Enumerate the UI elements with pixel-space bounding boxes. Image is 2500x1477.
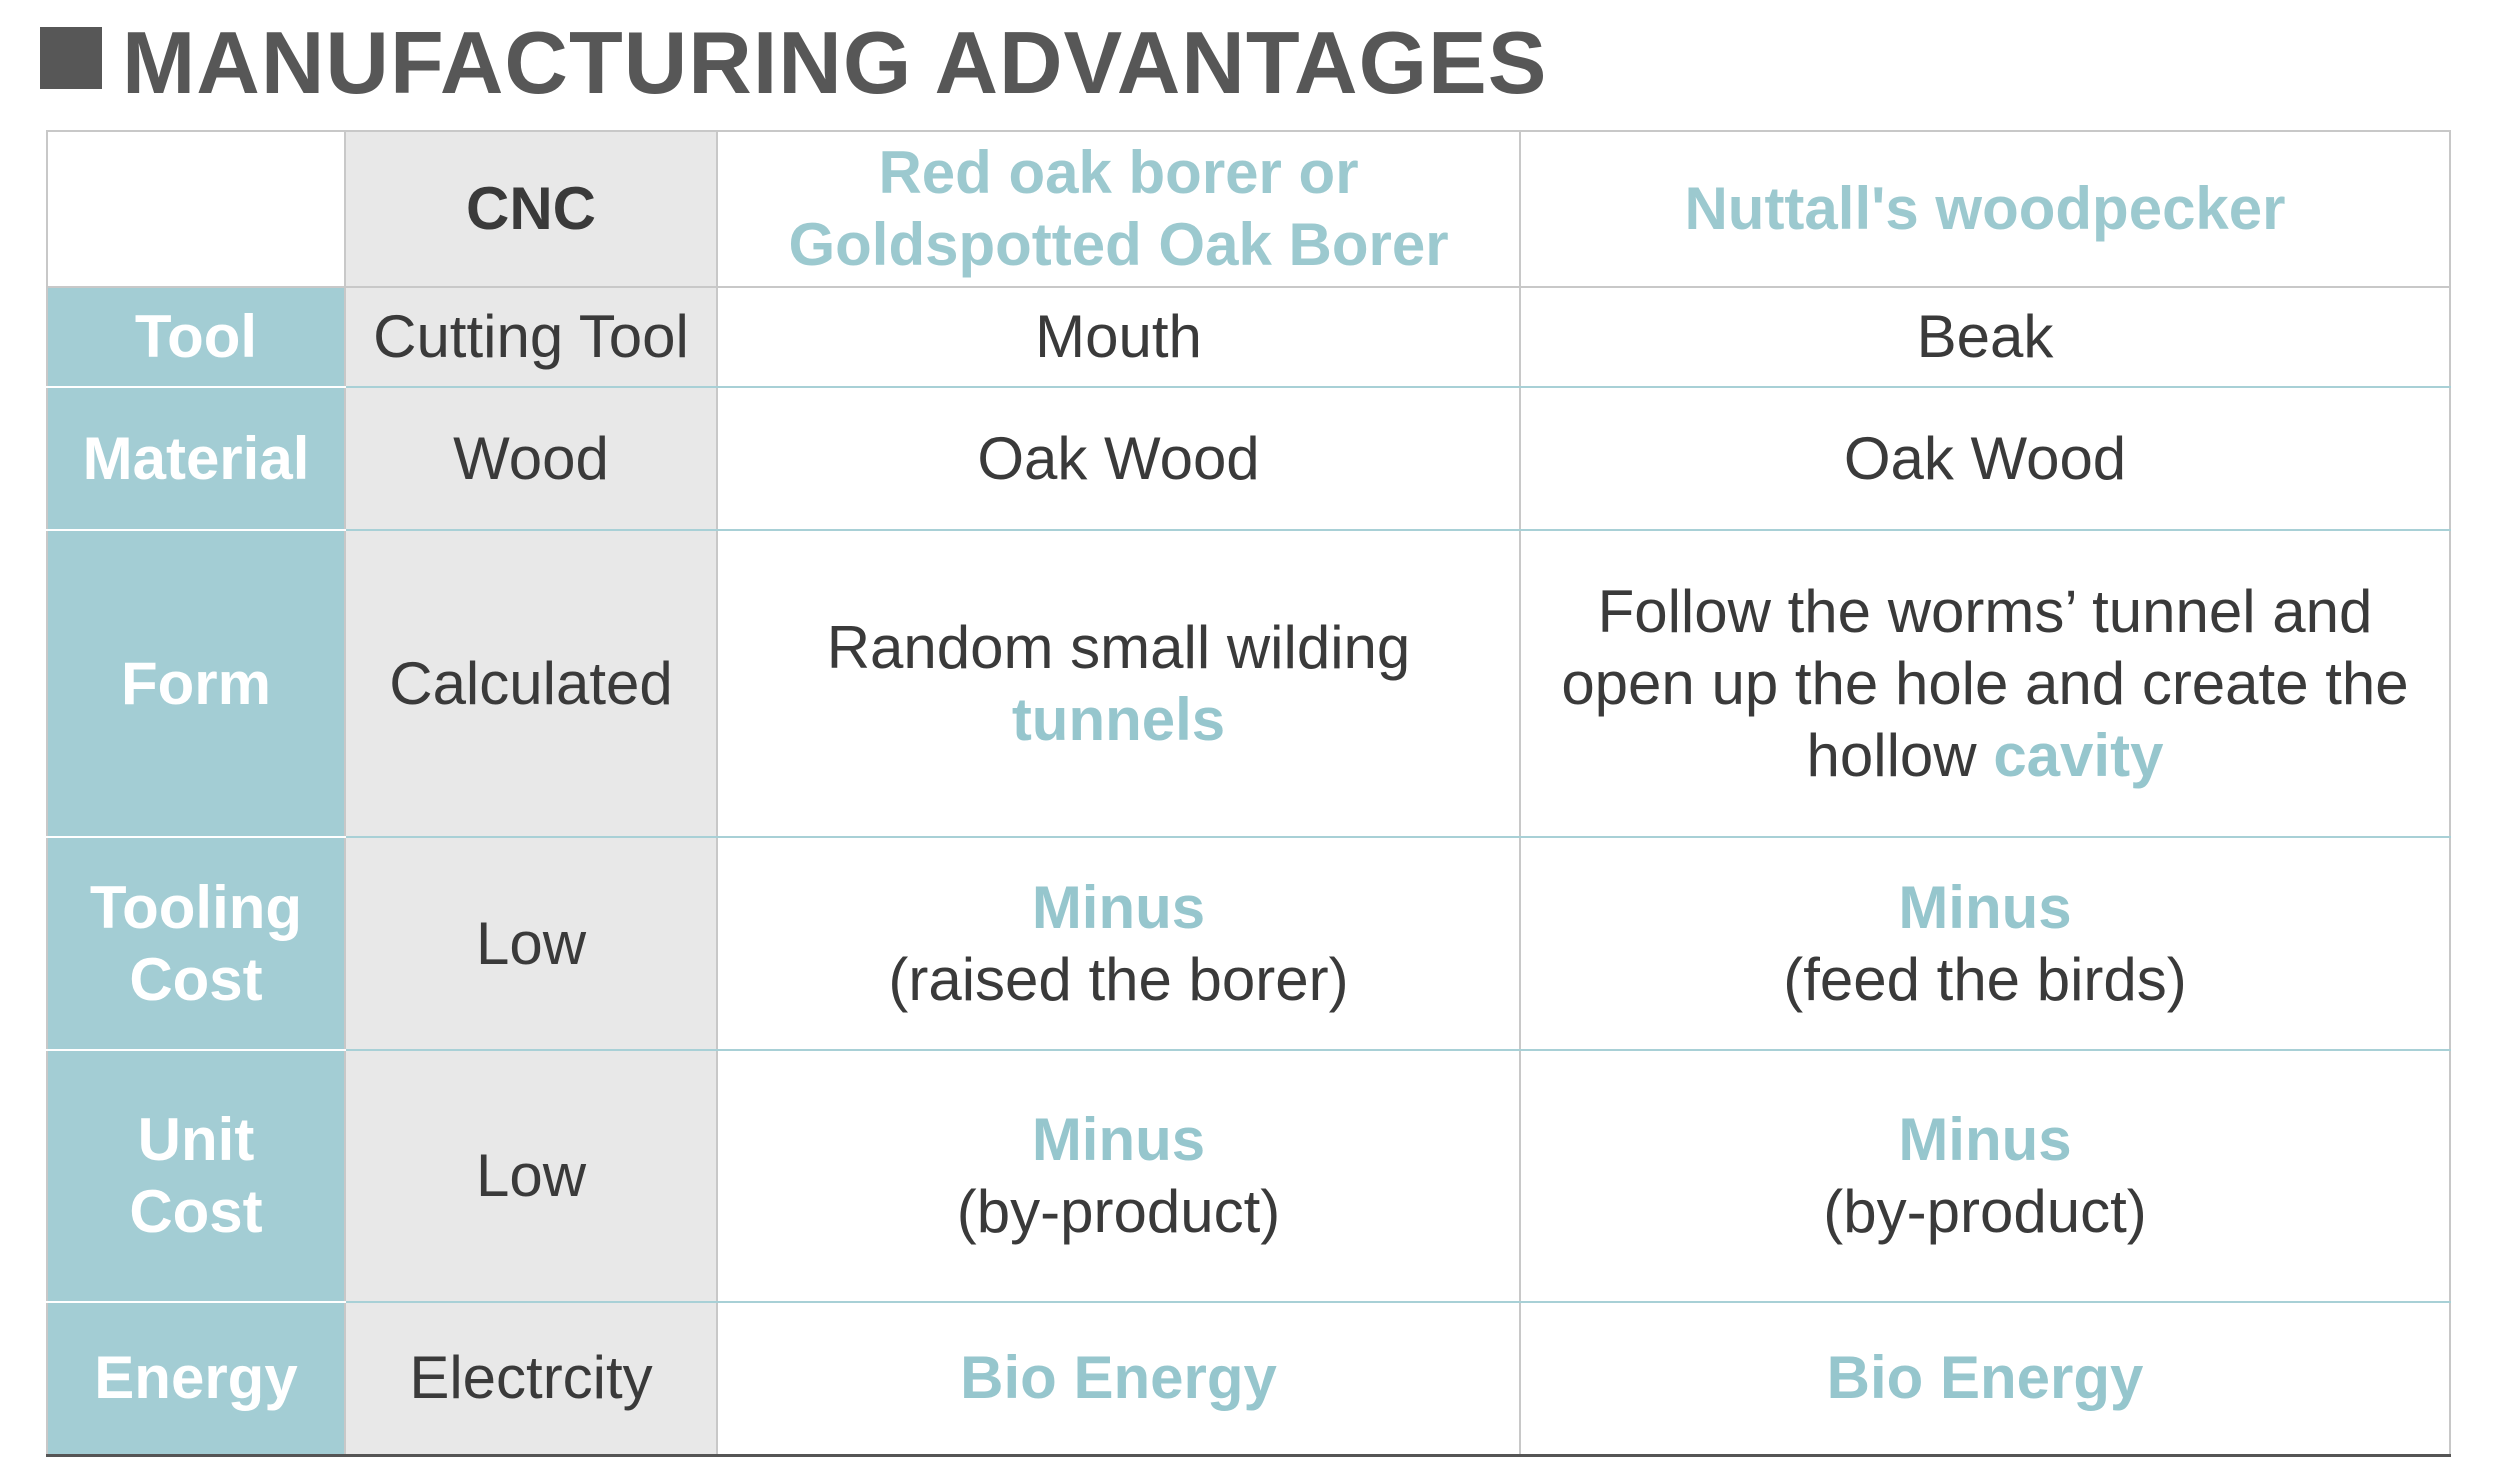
- cell-tooling-cost-cnc: Low: [344, 837, 718, 1051]
- cell-tool-woodpecker: Beak: [1519, 287, 2451, 388]
- cell-unit-cost-borer-accent: Minus: [1031, 1106, 1206, 1173]
- cell-material-woodpecker: Oak Wood: [1519, 387, 2451, 531]
- column-header-borer-line1: Red oak borer or: [878, 139, 1359, 206]
- cell-form-borer-text: Random small wilding: [826, 613, 1411, 681]
- cell-form-woodpecker: Follow the worms’ tunnel and open up the…: [1519, 530, 2451, 838]
- cell-form-woodpecker-line1: Follow the worms’ tunnel and: [1597, 577, 2373, 645]
- row-unit-cost: Unit Cost Low Minus (by-product) Minus (…: [46, 1050, 2451, 1303]
- row-tooling-cost: Tooling Cost Low Minus (raised the borer…: [46, 837, 2451, 1051]
- row-header-unit-cost-line2: Cost: [129, 1178, 263, 1245]
- row-header-tooling-cost-line2: Cost: [129, 945, 263, 1013]
- cell-unit-cost-woodpecker-accent: Minus: [1898, 1106, 2072, 1173]
- cell-energy-borer: Bio Energy: [716, 1302, 1521, 1457]
- cell-form-cnc: Calculated: [344, 530, 718, 838]
- row-form: Form Calculated Random small wilding tun…: [46, 530, 2451, 838]
- row-header-material: Material: [46, 387, 346, 531]
- row-header-tooling-cost: Tooling Cost: [46, 837, 346, 1051]
- cell-tooling-cost-woodpecker-accent: Minus: [1898, 873, 2072, 941]
- row-energy: Energy Electrcity Bio Energy Bio Energy: [46, 1302, 2451, 1457]
- column-header-woodpecker: Nuttall's woodpecker: [1519, 130, 2451, 288]
- cell-tooling-cost-woodpecker: Minus (feed the birds): [1519, 837, 2451, 1051]
- page-title: MANUFACTURING ADVANTAGES: [122, 13, 1548, 112]
- cell-tooling-cost-borer-note: (raised the borer): [888, 945, 1349, 1013]
- cell-unit-cost-borer-note: (by-product): [956, 1178, 1281, 1245]
- cell-energy-cnc: Electrcity: [344, 1302, 718, 1457]
- row-header-energy: Energy: [46, 1302, 346, 1457]
- cell-unit-cost-woodpecker-note: (by-product): [1823, 1178, 2147, 1245]
- column-header-cnc: CNC: [344, 130, 718, 288]
- comparison-table: CNC Red oak borer or Goldspotted Oak Bor…: [46, 130, 2451, 1457]
- cell-form-woodpecker-line2: open up the hole and create the: [1561, 649, 2409, 717]
- row-header-unit-cost: Unit Cost: [46, 1050, 346, 1303]
- row-header-form: Form: [46, 530, 346, 838]
- cell-form-woodpecker-line3-wrap: hollow cavity: [1535, 720, 2435, 792]
- row-header-tool: Tool: [46, 287, 346, 388]
- row-tool: Tool Cutting Tool Mouth Beak: [46, 287, 2451, 388]
- cell-tooling-cost-woodpecker-note: (feed the birds): [1783, 945, 2187, 1013]
- row-material: Material Wood Oak Wood Oak Wood: [46, 387, 2451, 531]
- cell-unit-cost-cnc: Low: [344, 1050, 718, 1303]
- column-header-borer: Red oak borer or Goldspotted Oak Borer: [716, 130, 1521, 288]
- row-header-tooling-cost-line1: Tooling: [89, 873, 303, 941]
- cell-tool-borer: Mouth: [716, 287, 1521, 388]
- cell-energy-woodpecker: Bio Energy: [1519, 1302, 2451, 1457]
- cell-form-borer: Random small wilding tunnels: [716, 530, 1521, 838]
- cell-material-cnc: Wood: [344, 387, 718, 531]
- column-header-borer-line2: Goldspotted Oak Borer: [788, 211, 1449, 278]
- cell-tooling-cost-borer-accent: Minus: [1031, 873, 1206, 941]
- row-header-unit-cost-line1: Unit: [137, 1106, 255, 1173]
- title-bullet-square: [40, 27, 102, 89]
- cell-material-borer: Oak Wood: [716, 387, 1521, 531]
- cell-form-woodpecker-accent: cavity: [1993, 721, 2164, 789]
- cell-tool-cnc: Cutting Tool: [344, 287, 718, 388]
- cell-unit-cost-woodpecker: Minus (by-product): [1519, 1050, 2451, 1303]
- cell-form-borer-accent: tunnels: [1011, 685, 1226, 753]
- cell-tooling-cost-borer: Minus (raised the borer): [716, 837, 1521, 1051]
- cell-form-woodpecker-line3: hollow: [1806, 721, 1977, 789]
- empty-corner-cell: [46, 130, 346, 288]
- header-row: CNC Red oak borer or Goldspotted Oak Bor…: [46, 130, 2451, 288]
- cell-unit-cost-borer: Minus (by-product): [716, 1050, 1521, 1303]
